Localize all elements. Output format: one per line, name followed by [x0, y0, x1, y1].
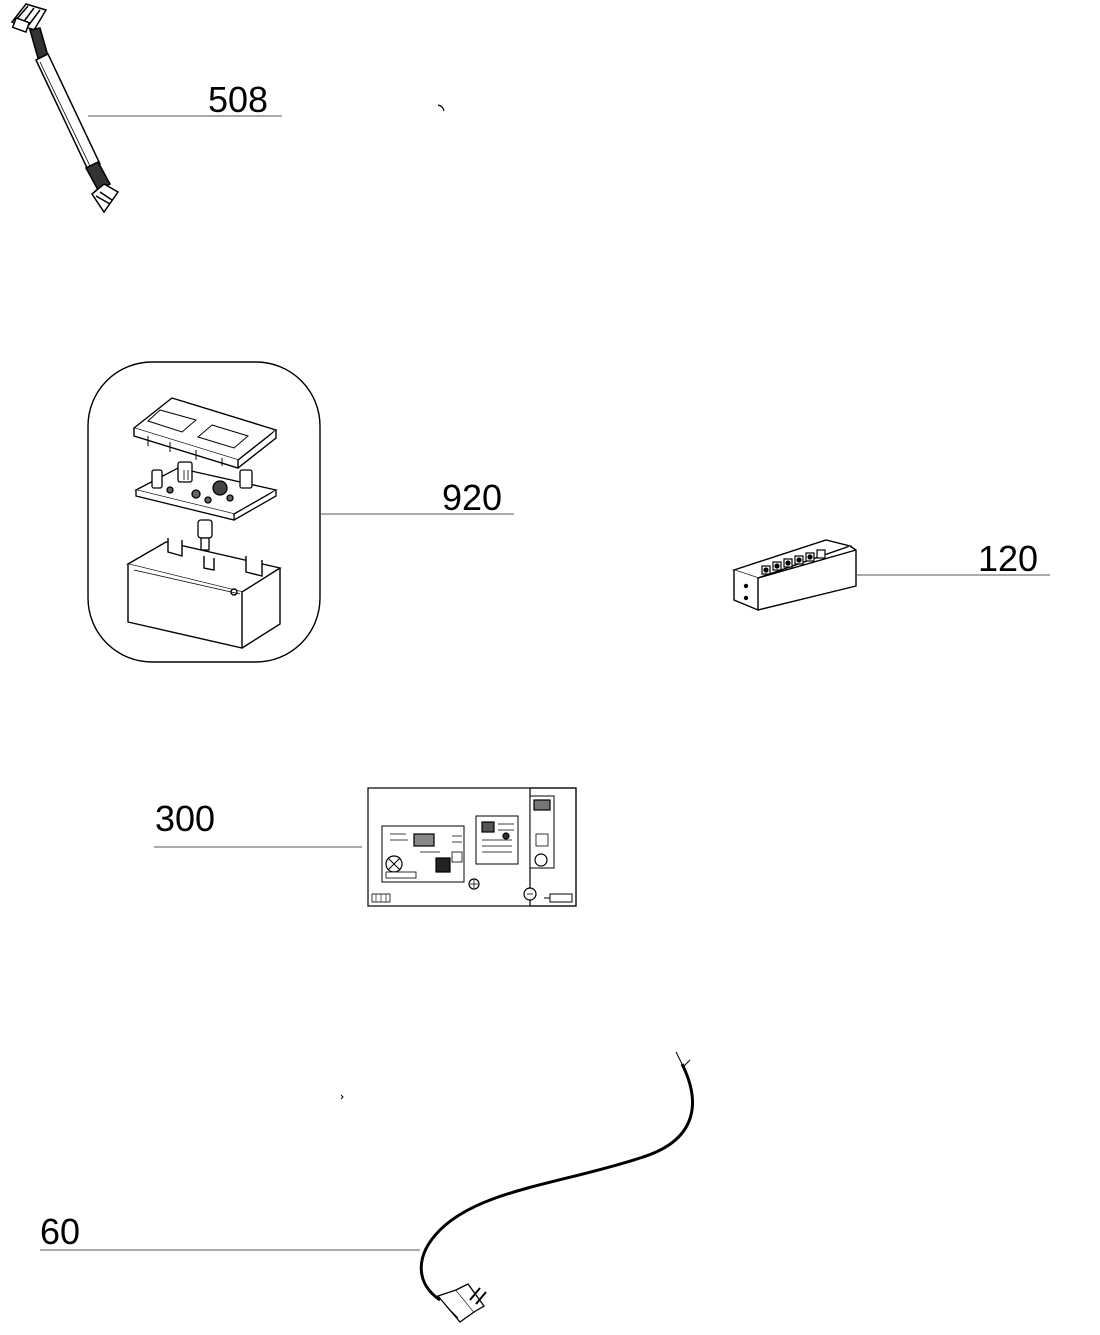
- module-base-tray: [126, 538, 282, 649]
- power-cord-cable: [419, 1063, 694, 1302]
- callout-920: 920: [442, 477, 503, 518]
- cord-wire-ends: [675, 1051, 691, 1067]
- part-300-main-board[interactable]: [367, 787, 577, 907]
- ribbon-top-connector: [10, 3, 48, 34]
- part-920-control-module[interactable]: [87, 361, 321, 663]
- part-120-terminal-block[interactable]: [731, 539, 857, 612]
- callout-300: 300: [155, 798, 216, 839]
- part-60-power-cord[interactable]: [419, 1051, 694, 1323]
- module-cover: [132, 397, 278, 469]
- callout-508: 508: [208, 79, 269, 120]
- stray-mark-2: [340, 1094, 344, 1100]
- callout-60: 60: [40, 1211, 81, 1252]
- stray-mark: [437, 104, 445, 112]
- part-508-ribbon-cable[interactable]: [10, 3, 120, 214]
- callout-120: 120: [978, 538, 1039, 579]
- module-pcb: [134, 461, 278, 521]
- power-plug: [436, 1283, 487, 1323]
- module-connector: [197, 519, 213, 551]
- terminal-screws: [761, 549, 826, 575]
- ribbon-bottom-connector: [91, 183, 120, 214]
